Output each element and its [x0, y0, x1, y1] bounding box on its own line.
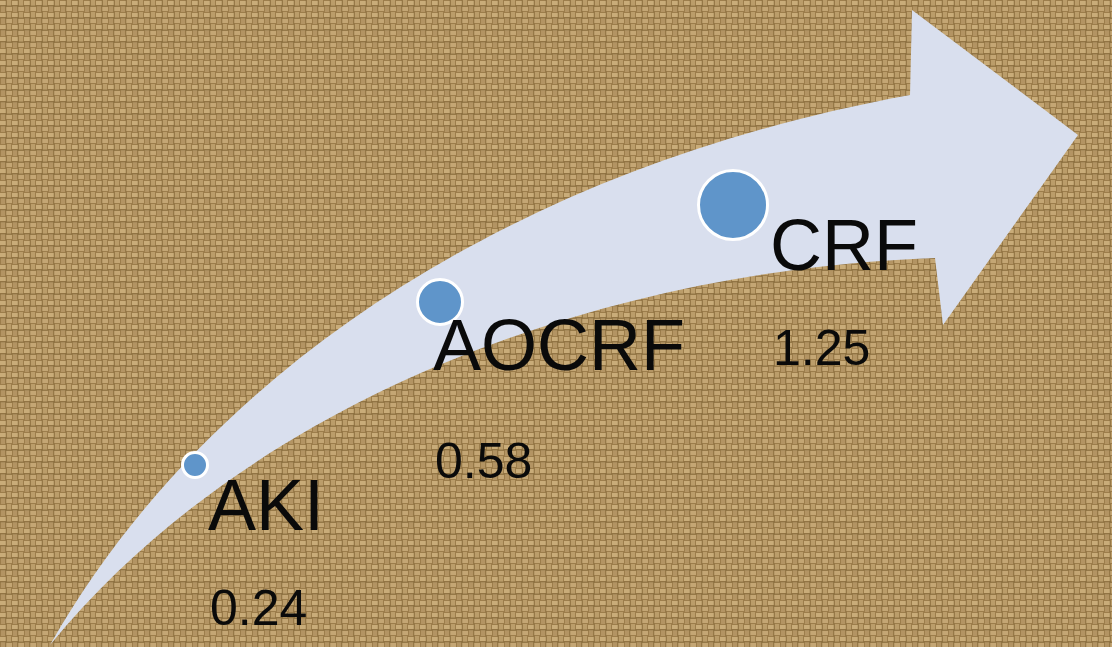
stage-name: AOCRF — [433, 309, 685, 381]
stage-node: AOCRF 0.58 — [416, 278, 685, 486]
curved-arrow — [50, 10, 1078, 645]
stage-name: AKI — [208, 469, 324, 541]
stage-value: 1.25 — [773, 323, 870, 373]
stage-node: CRF 1.25 — [697, 169, 918, 373]
stage-dot — [697, 169, 769, 241]
stage-value: 0.58 — [435, 436, 532, 486]
stage-name: CRF — [770, 209, 918, 281]
stage-dot — [181, 451, 209, 479]
stage-node: AKI 0.24 — [181, 451, 325, 633]
stage-value: 0.24 — [210, 583, 307, 633]
